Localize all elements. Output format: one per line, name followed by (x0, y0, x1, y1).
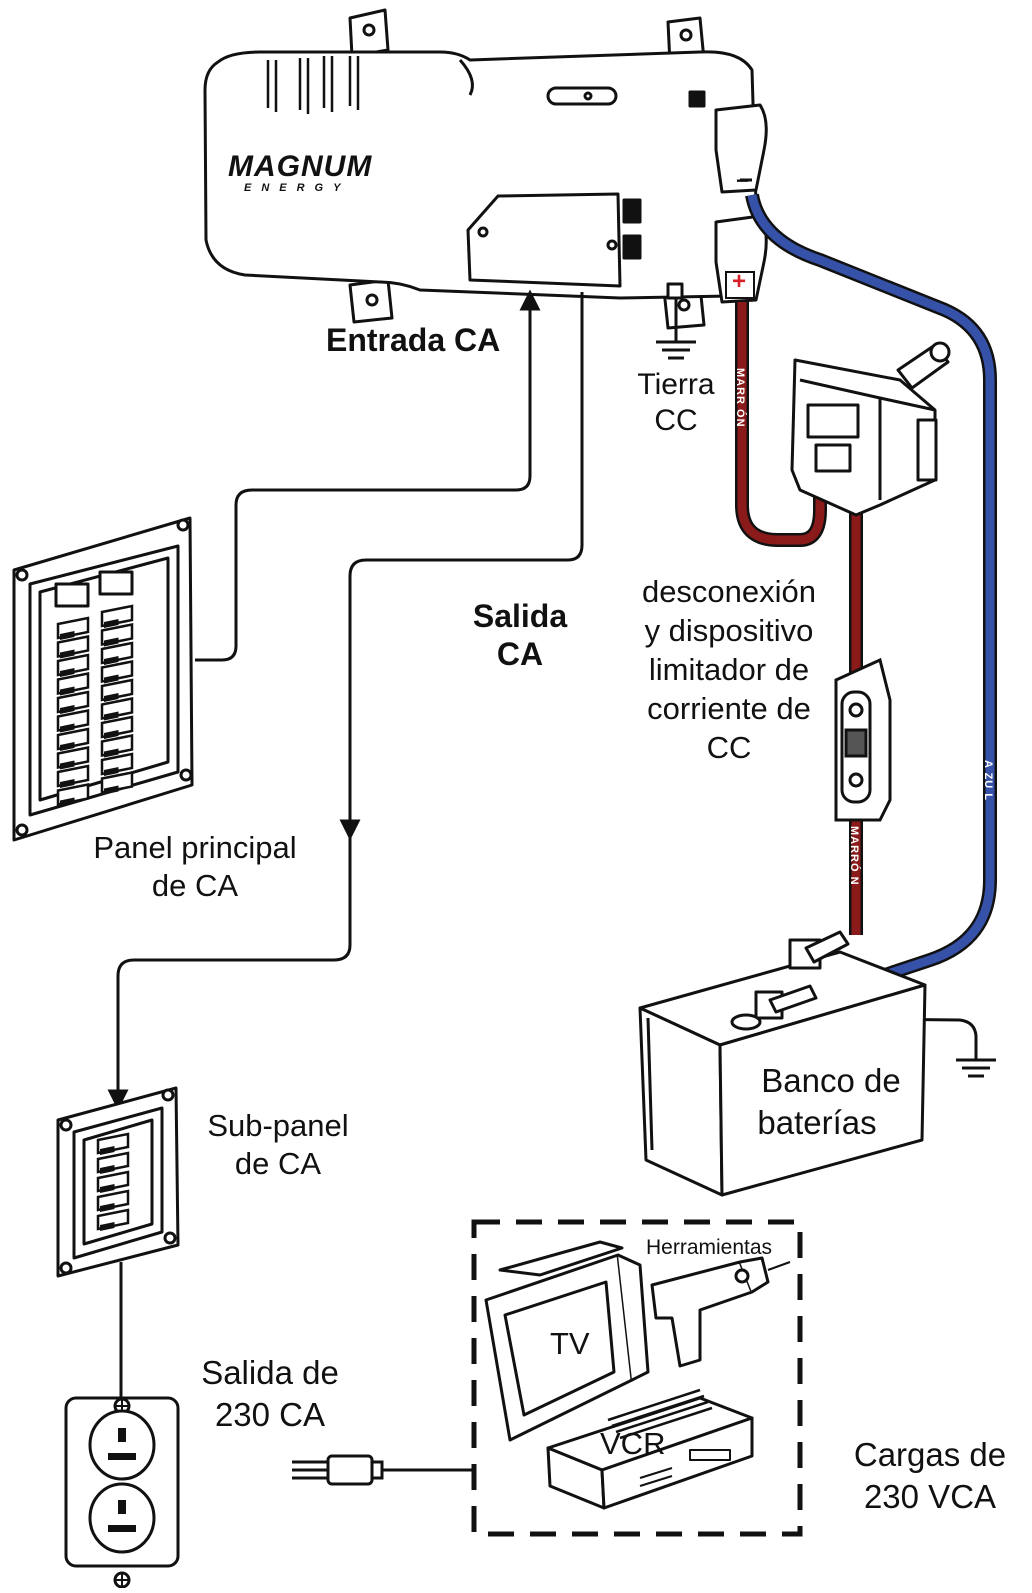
disconnect-label-2: y dispositivo (644, 613, 814, 648)
main-breaker-right-0-toggle (104, 619, 119, 628)
loads-label-2: 230 VCA (863, 1478, 997, 1515)
dc-fuse (834, 657, 892, 822)
main-breaker-left-5-toggle (60, 723, 75, 733)
sub-panel-label-1: Sub-panel (207, 1108, 349, 1143)
main-breaker-right-5-toggle (104, 711, 119, 721)
blue-wire-label: A ZU L (982, 760, 994, 802)
dc-ground-symbol (656, 340, 696, 360)
battery-ground-wire (779, 1016, 978, 1060)
ac-wiring (107, 289, 996, 1472)
main-breaker-right-6-toggle (104, 730, 119, 739)
main-breaker-right-7-toggle (104, 748, 119, 758)
main-breaker-left-8-toggle (60, 779, 75, 788)
outlet-label-2: 230 CA (214, 1396, 326, 1433)
loads-dashed-box (471, 1219, 803, 1537)
negative-sign: − (736, 168, 749, 193)
sub-panel-label-2: de CA (234, 1146, 322, 1181)
tv-icon (484, 1240, 650, 1442)
battery-label-2: baterías (757, 1104, 877, 1141)
sub-breaker-4-toggle (100, 1222, 115, 1231)
disconnect-label-1: desconexión (641, 574, 817, 609)
main-breaker-left-2-toggle (60, 668, 75, 677)
drill-icon (650, 1256, 791, 1368)
blue-cable (747, 194, 995, 1005)
load-plug (292, 1454, 384, 1486)
inverter-unit (203, 8, 768, 330)
sub-breaker-2-toggle (100, 1184, 115, 1193)
dc-ground-label-1: Tierra (637, 368, 715, 401)
tools-label: Herramientas (646, 1236, 773, 1259)
main-breaker-left-7-toggle (60, 760, 75, 770)
vcr-icon (546, 1388, 754, 1510)
main-breaker-right-3-toggle (104, 674, 119, 684)
ac-output-label-2: CA (496, 636, 544, 672)
main-breaker-left-6-toggle (60, 742, 75, 751)
main-breaker-left-4-toggle (60, 705, 75, 714)
main-panel-label-2: de CA (151, 868, 239, 903)
main-breaker-left-0-toggle (60, 631, 75, 640)
main-breaker-right-4-toggle (104, 693, 119, 702)
ac-input-label: Entrada CA (326, 322, 501, 358)
positive-terminal-boot (725, 271, 755, 299)
disconnect-label-4: corriente de (647, 691, 811, 726)
ac-output-wire-lower (107, 830, 352, 1111)
brand-logo-text: MAGNUM (228, 150, 373, 183)
sub-panel-breakers (96, 1132, 130, 1231)
ac-outlet (64, 1396, 180, 1589)
ac-input-wire (195, 289, 541, 662)
ac-output-label-1: Salida (472, 598, 568, 634)
brown-wire-label-2: MARRÓ N (848, 826, 860, 886)
vcr-label: VCR (600, 1426, 666, 1461)
disconnect-label-3: limitador de (648, 652, 810, 687)
battery-ground-symbol (956, 1058, 996, 1078)
tv-label: TV (550, 1326, 590, 1361)
brown-cable-upper (737, 302, 825, 545)
outlet-label-1: Salida de (201, 1354, 339, 1391)
battery-label-1: Banco de (761, 1062, 901, 1099)
main-panel-label-1: Panel principal (93, 830, 297, 865)
brown-wire-label-1: MARR ÓN (734, 368, 746, 428)
main-breaker-left-1-toggle (60, 649, 75, 659)
sub-breaker-0-toggle (100, 1146, 115, 1155)
loads-label-1: Cargas de (853, 1436, 1007, 1473)
brand-logo-subtext: ENERGY (244, 182, 351, 194)
disconnect-label-5: CC (706, 730, 752, 765)
sub-breaker-3-toggle (100, 1203, 115, 1212)
main-breaker-left-3-toggle (60, 686, 75, 696)
main-panel-breakers (56, 604, 134, 807)
main-breaker-left-9-toggle (60, 797, 75, 807)
dc-disconnect-breaker (790, 341, 951, 517)
positive-sign: + (732, 268, 747, 295)
main-breaker-right-9-toggle (104, 785, 119, 795)
sub-breaker-1-toggle (100, 1165, 115, 1174)
dc-ground-label-2: CC (654, 404, 698, 437)
battery-bank (638, 930, 927, 1197)
main-breaker-right-2-toggle (104, 656, 119, 665)
main-breaker-right-8-toggle (104, 767, 119, 776)
main-breaker-right-1-toggle (104, 637, 119, 647)
ac-output-wire (339, 292, 584, 841)
